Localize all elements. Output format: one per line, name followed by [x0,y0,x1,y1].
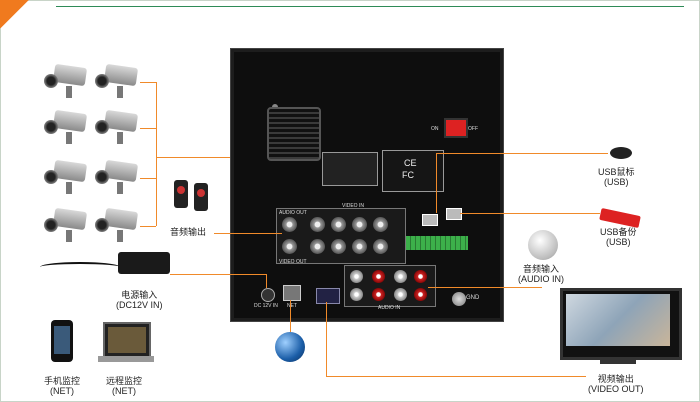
bnc-audio-out[interactable] [282,217,297,232]
speaker-icon [174,180,188,208]
connector-line [290,300,291,332]
speaker-icon [194,183,208,211]
connector-line [460,213,600,214]
rca-audio-in[interactable] [414,270,427,283]
audio-input-title: 音频输入 [522,264,559,274]
tv-stand [600,358,636,364]
camera-icon [44,63,88,100]
camera-icon [95,109,139,146]
microphone-icon [528,230,558,260]
video-out-label: VIDEO OUT [279,259,307,265]
internet-globe-icon [275,332,305,362]
audio-output-label: 音频输出 [170,227,207,237]
net-label: NET [287,303,297,309]
usb-mouse-icon [610,147,632,159]
laptop-icon [103,322,151,358]
gnd-label: GND [466,295,480,301]
connector-line [170,274,266,275]
usb-mouse-sub: (USB) [604,177,629,188]
power-adapter-icon [118,252,170,274]
video-plate [276,208,406,264]
dc-power-jack[interactable] [261,288,275,302]
bnc-video-in[interactable] [373,217,388,232]
top-rule [56,6,684,7]
audio-input-sub: (AUDIO IN) [518,274,564,285]
power-input-sub: (DC12V IN) [116,300,163,311]
mobile-monitor-label: 手机监控(NET) [44,376,80,397]
bnc-video-in[interactable] [352,239,367,254]
video-output-label: 视频输出(VIDEO OUT) [588,374,644,395]
connector-line [140,178,156,179]
rca-audio-in[interactable] [372,288,385,301]
audio-in-label: AUDIO IN [378,305,401,311]
connector-line [326,302,327,376]
audio-input-label: 音频输入(AUDIO IN) [518,264,564,285]
connector-line [436,153,608,154]
off-label: OFF [468,126,478,132]
audio-out-label: AUDIO OUT [279,210,307,216]
connector-line [266,274,267,288]
spec-sticker [322,152,378,186]
power-cable [40,262,120,272]
tv-screen [566,294,670,346]
fc-mark: FC [402,170,414,180]
usb-backup-sub: (USB) [606,237,631,248]
vga-port[interactable] [316,288,340,304]
network-port[interactable] [283,285,301,301]
usb-port[interactable] [446,208,462,220]
bnc-video-in[interactable] [331,217,346,232]
connector-line [428,287,542,288]
power-input-title: 电源输入 [121,290,158,300]
mobile-monitor-sub: (NET) [50,386,74,397]
remote-monitor-label: 远程监控(NET) [106,376,142,397]
alarm-terminal-block[interactable] [406,236,468,250]
laptop-base [98,356,154,362]
camera-icon [44,109,88,146]
bnc-video-in[interactable] [331,239,346,254]
mobile-phone-icon [51,320,73,362]
on-label: ON [431,126,439,132]
power-switch[interactable] [444,118,468,138]
bnc-video-in[interactable] [373,239,388,254]
camera-icon [95,63,139,100]
fan-grille [267,107,321,161]
connector-line [214,233,282,234]
usb-mouse-label: USB鼠标(USB) [598,167,635,188]
ground-terminal[interactable] [452,292,466,306]
cert-sticker [382,150,444,192]
rca-audio-in[interactable] [394,288,407,301]
bnc-video-in[interactable] [310,239,325,254]
connector-line [140,82,156,83]
rca-audio-in[interactable] [372,270,385,283]
connector-line [140,226,156,227]
usb-mouse-title: USB鼠标 [598,167,635,177]
video-output-title: 视频输出 [597,374,634,384]
usb-port[interactable] [422,214,438,226]
remote-monitor-sub: (NET) [112,386,136,397]
rca-audio-in[interactable] [350,288,363,301]
mobile-monitor-title: 手机监控 [44,376,81,386]
rca-audio-in[interactable] [414,288,427,301]
camera-icon [95,159,139,196]
dc-label: DC 12V IN [254,303,278,309]
camera-icon [44,159,88,196]
remote-monitor-title: 远程监控 [106,376,143,386]
power-input-label: 电源输入(DC12V IN) [116,290,163,311]
camera-icon [95,207,139,244]
ce-mark: CE [404,158,417,168]
connector-line [326,376,586,377]
usb-backup-title: USB备份 [600,227,637,237]
usb-backup-label: USB备份(USB) [600,227,637,248]
bnc-video-in[interactable] [310,217,325,232]
camera-icon [44,207,88,244]
connector-line [140,128,156,129]
rca-audio-in[interactable] [394,270,407,283]
bnc-video-out[interactable] [282,239,297,254]
connector-line [436,153,437,213]
video-in-label: VIDEO IN [342,203,364,209]
connector-line [156,82,157,226]
rca-audio-in[interactable] [350,270,363,283]
bnc-video-in[interactable] [352,217,367,232]
video-output-sub: (VIDEO OUT) [588,384,644,395]
